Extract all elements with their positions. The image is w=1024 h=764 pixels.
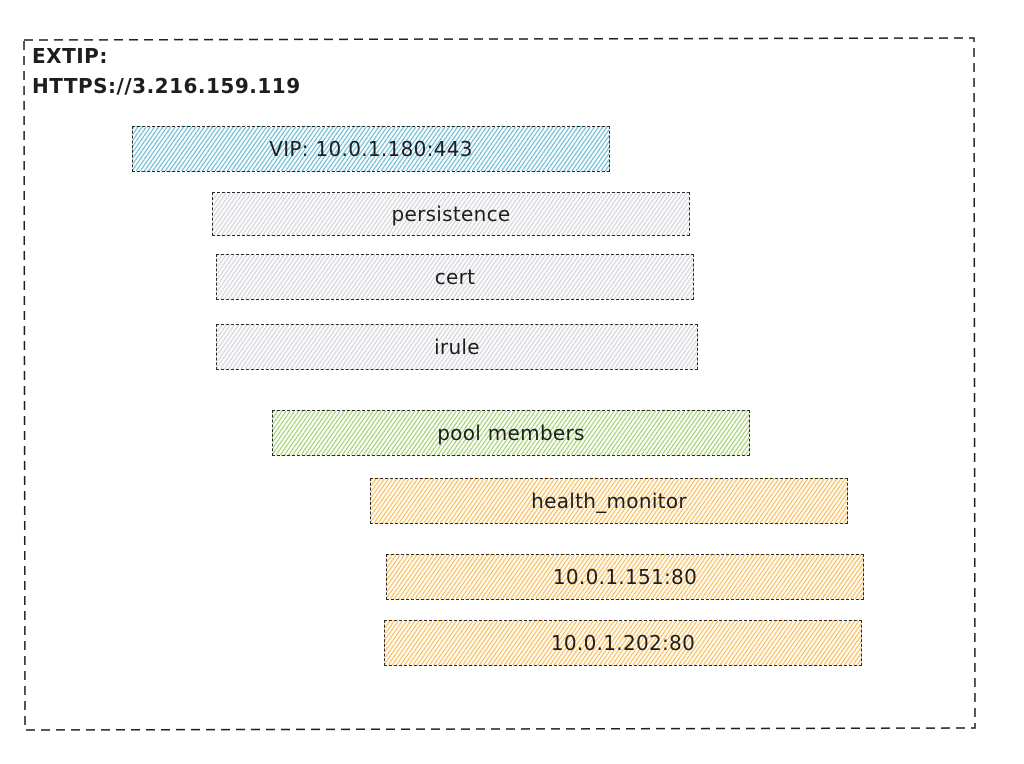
cert-label: cert bbox=[434, 265, 476, 289]
persistence-label: persistence bbox=[391, 202, 511, 226]
vip-box: VIP: 10.0.1.180:443 bbox=[132, 126, 610, 172]
pool-members-label: pool members bbox=[437, 421, 585, 445]
pool-member-box: 10.0.1.202:80 bbox=[384, 620, 862, 666]
health-monitor-label: health_monitor bbox=[531, 489, 687, 513]
persistence-box: persistence bbox=[212, 192, 690, 236]
health-monitor-box: health_monitor bbox=[370, 478, 848, 524]
vip-label: VIP: 10.0.1.180:443 bbox=[269, 137, 473, 161]
irule-label: irule bbox=[434, 335, 480, 359]
cert-box: cert bbox=[216, 254, 694, 300]
external-ip-label: EXTIP: bbox=[32, 44, 108, 68]
pool-member-address: 10.0.1.151:80 bbox=[552, 565, 698, 589]
pool-members-box: pool members bbox=[272, 410, 750, 456]
external-ip-address: HTTPS://3.216.159.119 bbox=[32, 74, 301, 98]
irule-box: irule bbox=[216, 324, 698, 370]
pool-member-box: 10.0.1.151:80 bbox=[386, 554, 864, 600]
pool-member-address: 10.0.1.202:80 bbox=[550, 631, 696, 655]
